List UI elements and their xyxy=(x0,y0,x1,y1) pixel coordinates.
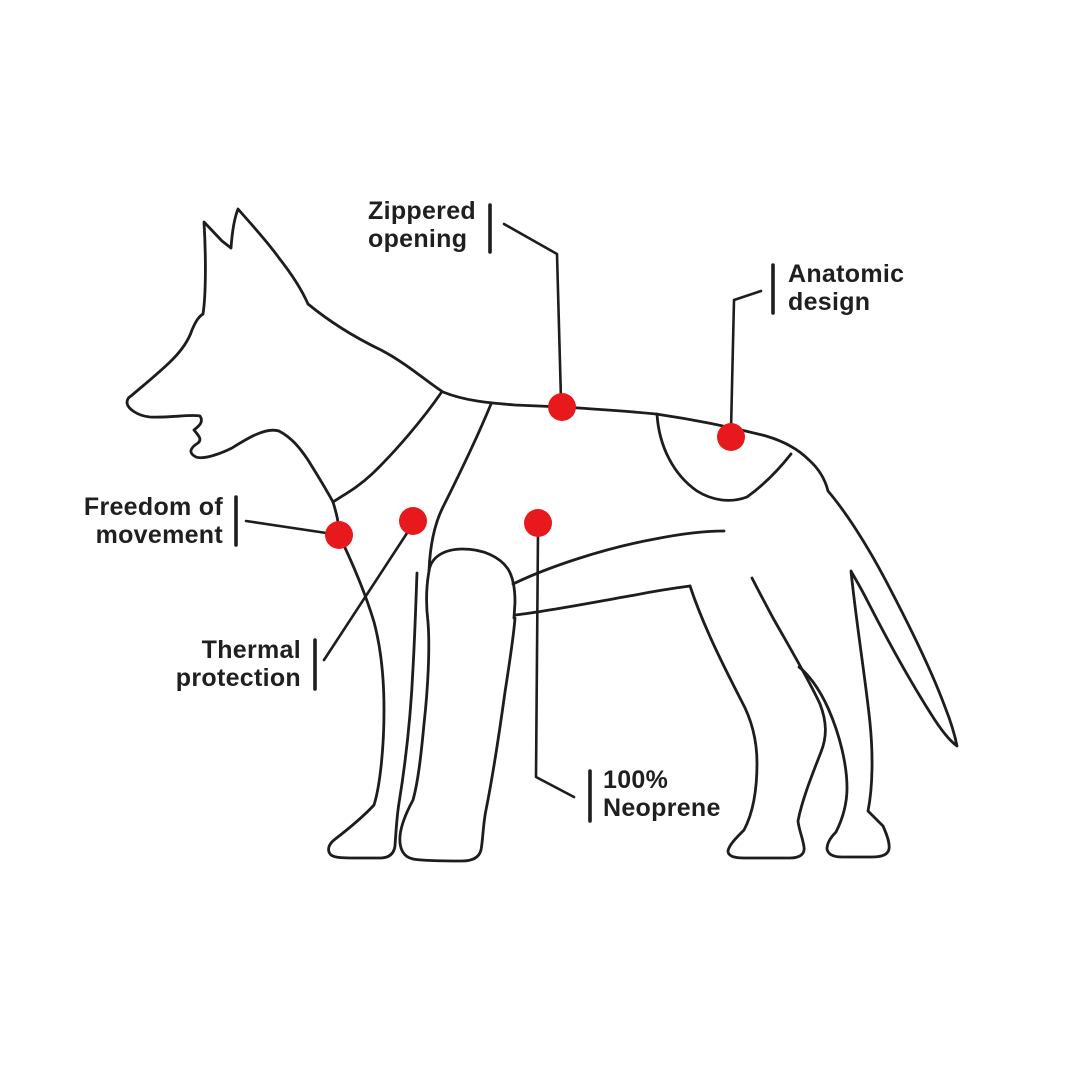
callout-label-neoprene: 100% Neoprene xyxy=(603,766,721,822)
leader-freedom-of-movement xyxy=(244,519,335,536)
callout-label-freedom-of-movement: Freedom of movement xyxy=(83,493,223,549)
dot-neoprene xyxy=(524,509,552,537)
dot-zippered-opening xyxy=(548,393,576,421)
dog-back-tail-outline xyxy=(306,302,959,859)
vest-seams xyxy=(331,391,793,586)
dog-outline xyxy=(125,207,959,863)
dog-near-front-leg-outline xyxy=(398,547,517,863)
vest-neck-seam xyxy=(331,391,443,504)
callout-label-zippered-opening: Zippered opening xyxy=(368,197,476,253)
leader-thermal-protection xyxy=(322,525,413,662)
dot-anatomic-design xyxy=(717,423,745,451)
dog-head-outline xyxy=(125,207,335,504)
dot-freedom-of-movement xyxy=(325,521,353,549)
dog-belly-outline xyxy=(513,584,692,617)
vest-hip-panel-seam xyxy=(655,412,793,502)
callout-tick-bars xyxy=(234,203,775,823)
dog-rear-leg-outline xyxy=(688,576,827,860)
callout-dots xyxy=(325,393,745,549)
vest-bottom-seam xyxy=(511,529,726,586)
vest-shoulder-seam xyxy=(427,402,493,573)
dog-far-front-leg-outline xyxy=(327,533,419,860)
leader-neoprene xyxy=(534,530,576,799)
callout-label-anatomic-design: Anatomic design xyxy=(788,260,905,316)
callout-label-thermal-protection: Thermal protection xyxy=(175,636,301,692)
callout-leader-lines xyxy=(244,222,763,799)
leader-zippered-opening xyxy=(502,222,563,402)
leader-anatomic-design xyxy=(729,289,763,432)
dot-thermal-protection xyxy=(399,507,427,535)
